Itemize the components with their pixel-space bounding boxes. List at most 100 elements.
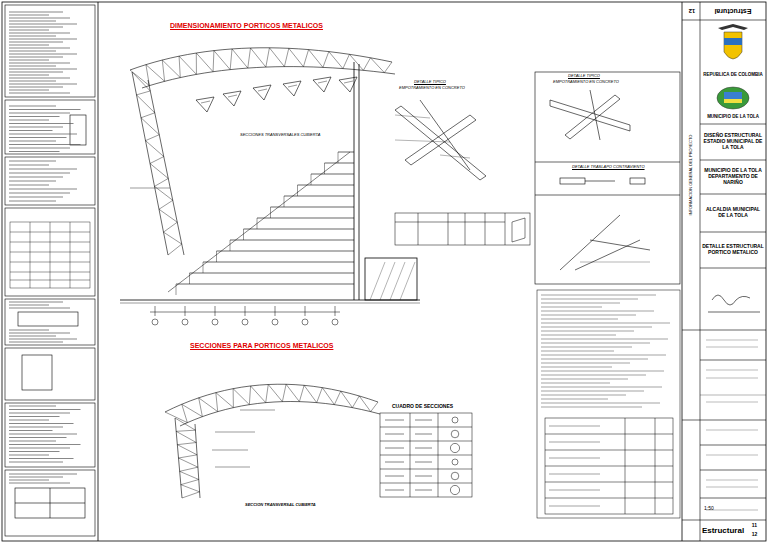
- bleacher-riser: [176, 284, 177, 295]
- grid-bubble: [302, 319, 308, 325]
- section-symbol: [344, 81, 353, 83]
- bleacher-step: [244, 229, 355, 230]
- note-text-line: [9, 60, 49, 61]
- sheet-heading: DIMENSIONAMIENTO PORTICOS METALICOS: [170, 22, 323, 30]
- bleacher-step: [271, 207, 355, 208]
- profile-table: [395, 213, 530, 245]
- note-text-line: [9, 455, 49, 456]
- table-cell-text-line: [385, 420, 404, 421]
- colombia-shield: [718, 24, 748, 59]
- note-text-line: [541, 375, 646, 376]
- view-caption: SECCION TRANSVERSAL CUBIERTA: [245, 503, 316, 507]
- note-text-line: [9, 39, 77, 40]
- table-row-line: [380, 427, 472, 428]
- note-text-line: [9, 42, 63, 43]
- section-truss: [165, 384, 380, 498]
- note-text-line: [9, 173, 70, 174]
- note-text-line: [9, 423, 74, 424]
- note-text-line: [9, 177, 63, 178]
- dimension-tick: [245, 306, 246, 316]
- table-cell-text-line: [385, 462, 404, 463]
- table-cell-text-line: [385, 434, 404, 435]
- note-text-line: [9, 189, 77, 190]
- dimension-line: [150, 306, 340, 325]
- wall-hatch: [370, 262, 415, 300]
- title-block-text-line: [706, 455, 758, 456]
- table-cell-text-line: [385, 490, 404, 491]
- table-cell-text-line: [415, 462, 432, 463]
- title-block-text-line: [706, 378, 758, 379]
- note-text-line: [9, 27, 63, 28]
- section-symbol: [223, 91, 241, 106]
- title-block-text-line: [706, 347, 758, 348]
- bleacher-riser: [270, 207, 271, 218]
- bleacher-step: [325, 163, 355, 164]
- title-block-text: 12: [752, 532, 758, 538]
- sheet-heading: SECCIONES PARA PORTICOS METALICOS: [190, 342, 333, 350]
- title-block-text-line: [706, 487, 758, 488]
- bleacher-riser: [324, 163, 325, 174]
- note-text-line: [9, 161, 56, 162]
- note-text-line: [9, 134, 77, 135]
- section-symbol: [228, 95, 237, 97]
- title-block-text-line: [706, 402, 758, 403]
- detail-title: DETALLE TIPICO: [414, 80, 446, 84]
- column-chord: [148, 80, 184, 255]
- note-text-line: [9, 123, 74, 124]
- title-block-text: DETALLE ESTRUCTURAL PORTICO METALICO: [702, 244, 764, 256]
- note-text-line: [541, 323, 670, 324]
- dimension-tick: [335, 306, 336, 316]
- note-text-line: [9, 63, 70, 64]
- table-cell-text-line: [549, 506, 600, 507]
- drawing-title-cell: DETALLE ESTRUCTURAL PORTICO METALICO: [702, 236, 764, 264]
- bleacher-riser: [203, 262, 204, 273]
- note-text-line: [541, 299, 638, 300]
- note-text-line: [9, 342, 63, 343]
- note-text-line: [9, 409, 81, 410]
- bleacher-step: [190, 273, 355, 274]
- note-text-line: [541, 407, 642, 408]
- note-text-line: [9, 127, 63, 128]
- sheet-total-cell: 12: [745, 531, 764, 539]
- section-symbol: [258, 89, 267, 91]
- note-text-line: [9, 302, 63, 303]
- bleacher-riser: [257, 218, 258, 229]
- title-block-text: MUNICIPIO DE LA TOLA: [707, 114, 759, 119]
- note-text-line: [9, 12, 63, 13]
- scale-label: 1:50: [704, 506, 714, 512]
- detail-title: EMPOTRAMIENTO EN CONCRETO: [553, 80, 619, 84]
- tube-section-symbol: [451, 430, 459, 438]
- title-block-notes: [706, 340, 758, 510]
- note-text-line: [541, 395, 626, 396]
- note-text-line: [541, 367, 612, 368]
- detail-title: DETALLE TIPICO: [568, 74, 600, 78]
- note-text-line: [9, 54, 77, 55]
- table-cell-text-line: [415, 476, 432, 477]
- bleacher-riser: [243, 229, 244, 240]
- title-cell: MUNICIPIO DE LA TOLA: [702, 112, 764, 122]
- note-text-line: [9, 308, 70, 309]
- note-text-line: [9, 120, 49, 121]
- note-text-line: [9, 333, 70, 334]
- note-text-line: [9, 420, 49, 421]
- note-text-line: [9, 193, 70, 194]
- title-block-text-line: [706, 510, 758, 511]
- note-text-line: [9, 336, 56, 337]
- note-text-line: [9, 33, 70, 34]
- section-symbol: [201, 101, 210, 103]
- note-text-line: [541, 387, 662, 388]
- note-text-line: [9, 18, 70, 19]
- tola-logo: [717, 87, 749, 109]
- left-panel-boxes: [5, 5, 95, 536]
- bleacher-step: [217, 251, 355, 252]
- note-text-line: [541, 327, 652, 328]
- table-cell-text-line: [549, 458, 600, 459]
- bleacher-riser: [230, 240, 231, 251]
- bleacher-step: [311, 174, 354, 175]
- tube-section-symbol: [452, 417, 458, 423]
- title-block-text-line: [706, 370, 758, 371]
- left-panel-table: [10, 222, 90, 288]
- note-text-line: [9, 339, 77, 340]
- note-text-line: [9, 36, 56, 37]
